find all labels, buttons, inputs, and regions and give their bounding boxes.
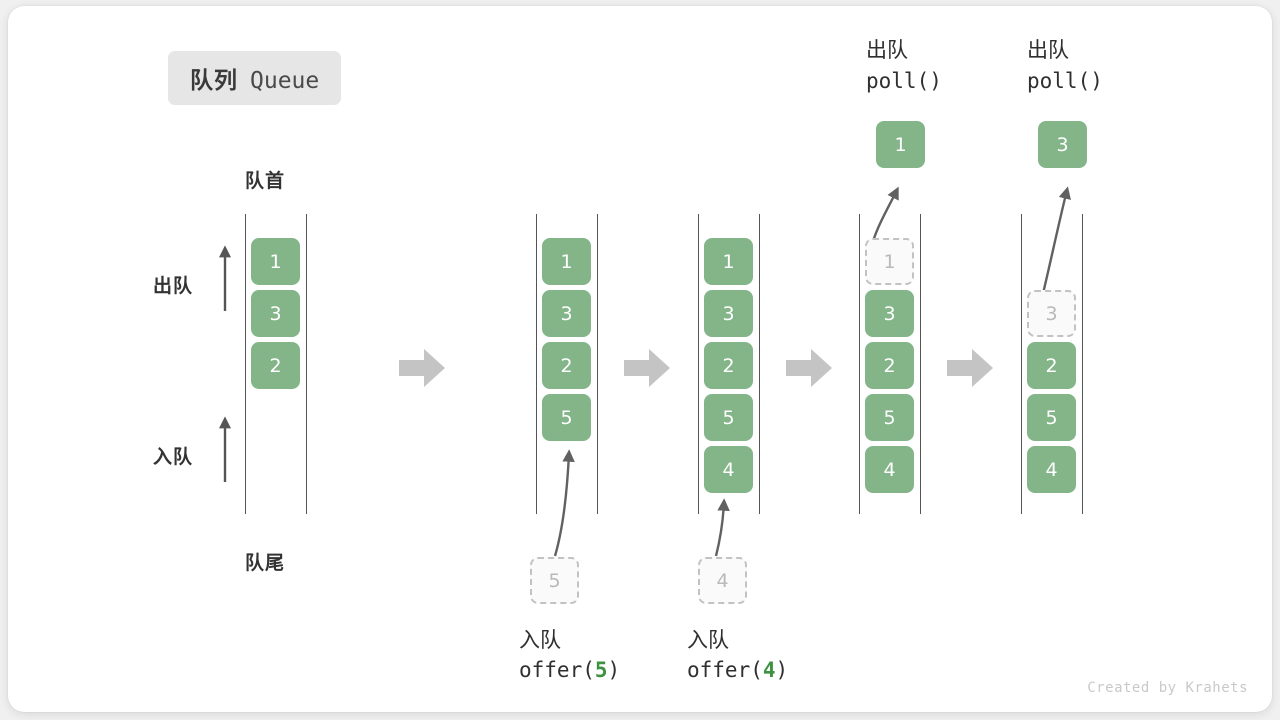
code-suffix: ) <box>607 657 621 682</box>
queue-rail-left <box>1021 214 1022 514</box>
queue-rail-left <box>859 214 860 514</box>
queue-item: 2 <box>542 342 591 389</box>
step-arrow-icon <box>786 349 832 387</box>
popped-element-box: 1 <box>876 121 925 168</box>
queue-head-label: 队首 <box>245 171 286 192</box>
title-en: Queue <box>250 68 320 94</box>
queue-item: 1 <box>542 238 591 285</box>
diagram-card: 队列 Queue 队首 队尾 出队 入队 1 3 2 1 3 2 5 <box>8 6 1272 712</box>
poll-3-caption-code: poll() <box>1027 69 1103 94</box>
enqueue-direction-arrow-icon <box>219 416 231 482</box>
offer-5-caption: 入队 offer(5) <box>519 626 620 686</box>
queue-item: 3 <box>251 290 300 337</box>
poll-1-caption: 出队 poll() <box>866 36 942 97</box>
queue-rail-right <box>597 214 598 514</box>
step-arrow-icon <box>624 349 670 387</box>
title-badge: 队列 Queue <box>168 51 342 105</box>
offer-4-caption: 入队 offer(4) <box>687 626 788 686</box>
queue-rail-right <box>306 214 307 514</box>
dequeue-direction-arrow-icon <box>219 245 231 311</box>
queue-item-new: 4 <box>704 446 753 493</box>
pending-element-box: 5 <box>530 557 579 604</box>
step-arrow-icon <box>399 349 445 387</box>
queue-item: 4 <box>865 446 914 493</box>
queue-item-removed: 3 <box>1027 290 1076 337</box>
queue-item: 5 <box>865 394 914 441</box>
queue-item: 3 <box>542 290 591 337</box>
queue-item: 5 <box>1027 394 1076 441</box>
code-suffix: ) <box>775 657 789 682</box>
offer-4-caption-cn: 入队 <box>687 629 729 652</box>
offer-5-caption-code: offer(5) <box>519 656 620 686</box>
queue-rail-right <box>920 214 921 514</box>
queue-rail-left <box>698 214 699 514</box>
offer-5-caption-cn: 入队 <box>519 629 561 652</box>
enqueue-curve-arrow-icon <box>553 449 575 557</box>
queue-item-new: 5 <box>542 394 591 441</box>
queue-item: 5 <box>704 394 753 441</box>
enqueue-direction-label: 入队 <box>153 447 194 468</box>
code-prefix: offer( <box>687 657 763 682</box>
step-arrow-icon <box>947 349 993 387</box>
queue-item: 4 <box>1027 446 1076 493</box>
code-value: 4 <box>762 657 776 682</box>
poll-3-caption-cn: 出队 <box>1027 39 1069 62</box>
credit-text: Created by Krahets <box>1087 680 1248 696</box>
queue-rail-right <box>759 214 760 514</box>
dequeue-direction-label: 出队 <box>153 276 194 297</box>
queue-item: 2 <box>251 342 300 389</box>
queue-item-removed: 1 <box>865 238 914 285</box>
queue-item: 2 <box>1027 342 1076 389</box>
queue-item: 2 <box>704 342 753 389</box>
pending-element-box: 4 <box>698 557 747 604</box>
title-cn: 队列 <box>190 67 238 93</box>
queue-rail-left <box>245 214 246 514</box>
queue-rail-right <box>1082 214 1083 514</box>
offer-4-caption-code: offer(4) <box>687 656 788 686</box>
poll-1-caption-code: poll() <box>866 69 942 94</box>
code-value: 5 <box>594 657 608 682</box>
poll-1-caption-cn: 出队 <box>866 39 908 62</box>
popped-element-box: 3 <box>1038 121 1087 168</box>
queue-item: 3 <box>865 290 914 337</box>
poll-3-caption: 出队 poll() <box>1027 36 1103 97</box>
queue-item: 3 <box>704 290 753 337</box>
queue-item: 1 <box>704 238 753 285</box>
queue-rail-left <box>536 214 537 514</box>
enqueue-curve-arrow-icon <box>714 498 730 557</box>
queue-item: 1 <box>251 238 300 285</box>
queue-tail-label: 队尾 <box>245 553 286 574</box>
code-prefix: offer( <box>519 657 595 682</box>
queue-item: 2 <box>865 342 914 389</box>
